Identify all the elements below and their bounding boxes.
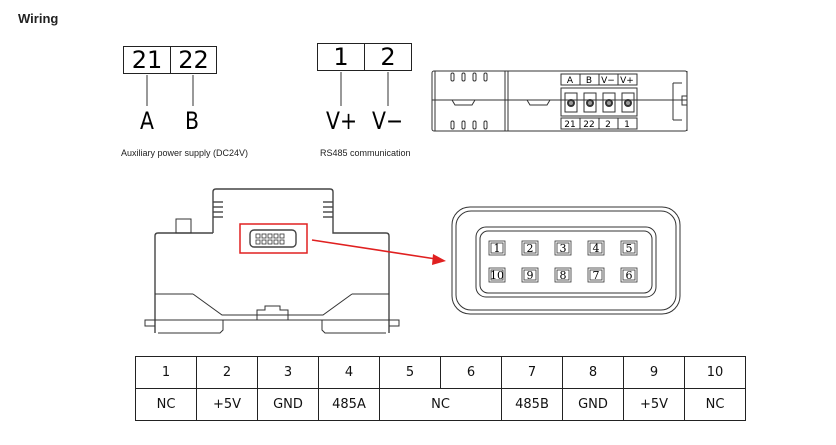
connector-pin-label: 8 (560, 269, 567, 282)
signal-v-plus: V+ (326, 107, 358, 135)
block-label-b: B (586, 76, 592, 86)
connector-pin-label: 7 (593, 269, 600, 282)
pin-number-cell: 2 (196, 356, 258, 389)
connector-pin-grid: 1 2 3 4 5 10 9 8 7 6 (488, 240, 638, 283)
connector-pin-label: 10 (490, 269, 504, 282)
connector-pin-label: 9 (527, 269, 534, 282)
pin-number-cell: 10 (684, 356, 746, 389)
pin-number-cell: 6 (440, 356, 502, 389)
pin-function-cell: NC (135, 388, 197, 421)
screw-terminal (564, 92, 578, 113)
pin-function-cell: 485B (501, 388, 563, 421)
pin-function-cell: NC (379, 388, 502, 421)
pin-function-cell: GND (562, 388, 624, 421)
pin-number-cell: 7 (501, 356, 563, 389)
connector-enlarged-view (451, 206, 681, 315)
block-number-22: 22 (583, 120, 594, 130)
block-number-2: 2 (605, 120, 611, 130)
pointer-arrow (311, 239, 446, 265)
connector-pin-2: 2 (521, 240, 539, 256)
pin-number-cell: 8 (562, 356, 624, 389)
block-label-v-plus: V+ (620, 76, 634, 86)
pin-number-cell: 3 (257, 356, 319, 389)
connector-pin-1: 1 (488, 240, 506, 256)
aux-power-terminal-box: 21 22 (123, 46, 217, 74)
connector-pin-10: 10 (488, 267, 506, 283)
connector-pin-label: 2 (527, 242, 534, 255)
terminal-2: 2 (364, 44, 411, 70)
rs485-caption: RS485 communication (320, 148, 411, 158)
connector-pin-6: 6 (620, 267, 638, 283)
connector-pin-label: 1 (494, 242, 501, 255)
connector-pin-5: 5 (620, 240, 638, 256)
screw-terminal (621, 92, 635, 113)
connector-pin-7: 7 (587, 267, 605, 283)
signal-v-minus: V− (372, 107, 404, 135)
section-heading: Wiring (18, 11, 59, 26)
terminal-22: 22 (170, 47, 216, 73)
module-front-view (144, 188, 400, 334)
pin-function-cell: GND (257, 388, 319, 421)
terminal-21: 21 (131, 46, 163, 74)
aux-power-caption: Auxiliary power supply (DC24V) (121, 148, 249, 158)
block-label-a: A (567, 76, 574, 86)
pin-function-cell: NC (684, 388, 746, 421)
connector-pin-9: 9 (521, 267, 539, 283)
pin-number-cell: 4 (318, 356, 380, 389)
connector-pin-label: 5 (626, 242, 633, 255)
pin-function-cell: +5V (623, 388, 685, 421)
pin-number-cell: 9 (623, 356, 685, 389)
rs485-terminal-box: 1 2 (317, 43, 412, 71)
terminal-1: 1 (333, 43, 349, 71)
block-label-v-minus: V− (601, 76, 615, 86)
connector-pin-label: 4 (593, 242, 600, 255)
block-number-1: 1 (624, 120, 630, 130)
block-number-21: 21 (564, 120, 575, 130)
screw-terminal (602, 92, 616, 113)
signal-b: B (185, 107, 199, 135)
pin-function-cell: +5V (196, 388, 258, 421)
pin-function-cell: 485A (318, 388, 380, 421)
screw-terminal (583, 92, 597, 113)
connector-pin-3: 3 (554, 240, 572, 256)
module-side-view: A B V− V+ 21 22 2 1 (431, 70, 688, 132)
connector-pin-label: 6 (626, 269, 633, 282)
connector-pin-4: 4 (587, 240, 605, 256)
signal-a: A (140, 107, 154, 135)
pin-number-cell: 5 (379, 356, 441, 389)
connector-pin-label: 3 (560, 242, 567, 255)
connector-pin-8: 8 (554, 267, 572, 283)
pin-number-cell: 1 (135, 356, 197, 389)
connector-highlight-box (239, 223, 308, 254)
